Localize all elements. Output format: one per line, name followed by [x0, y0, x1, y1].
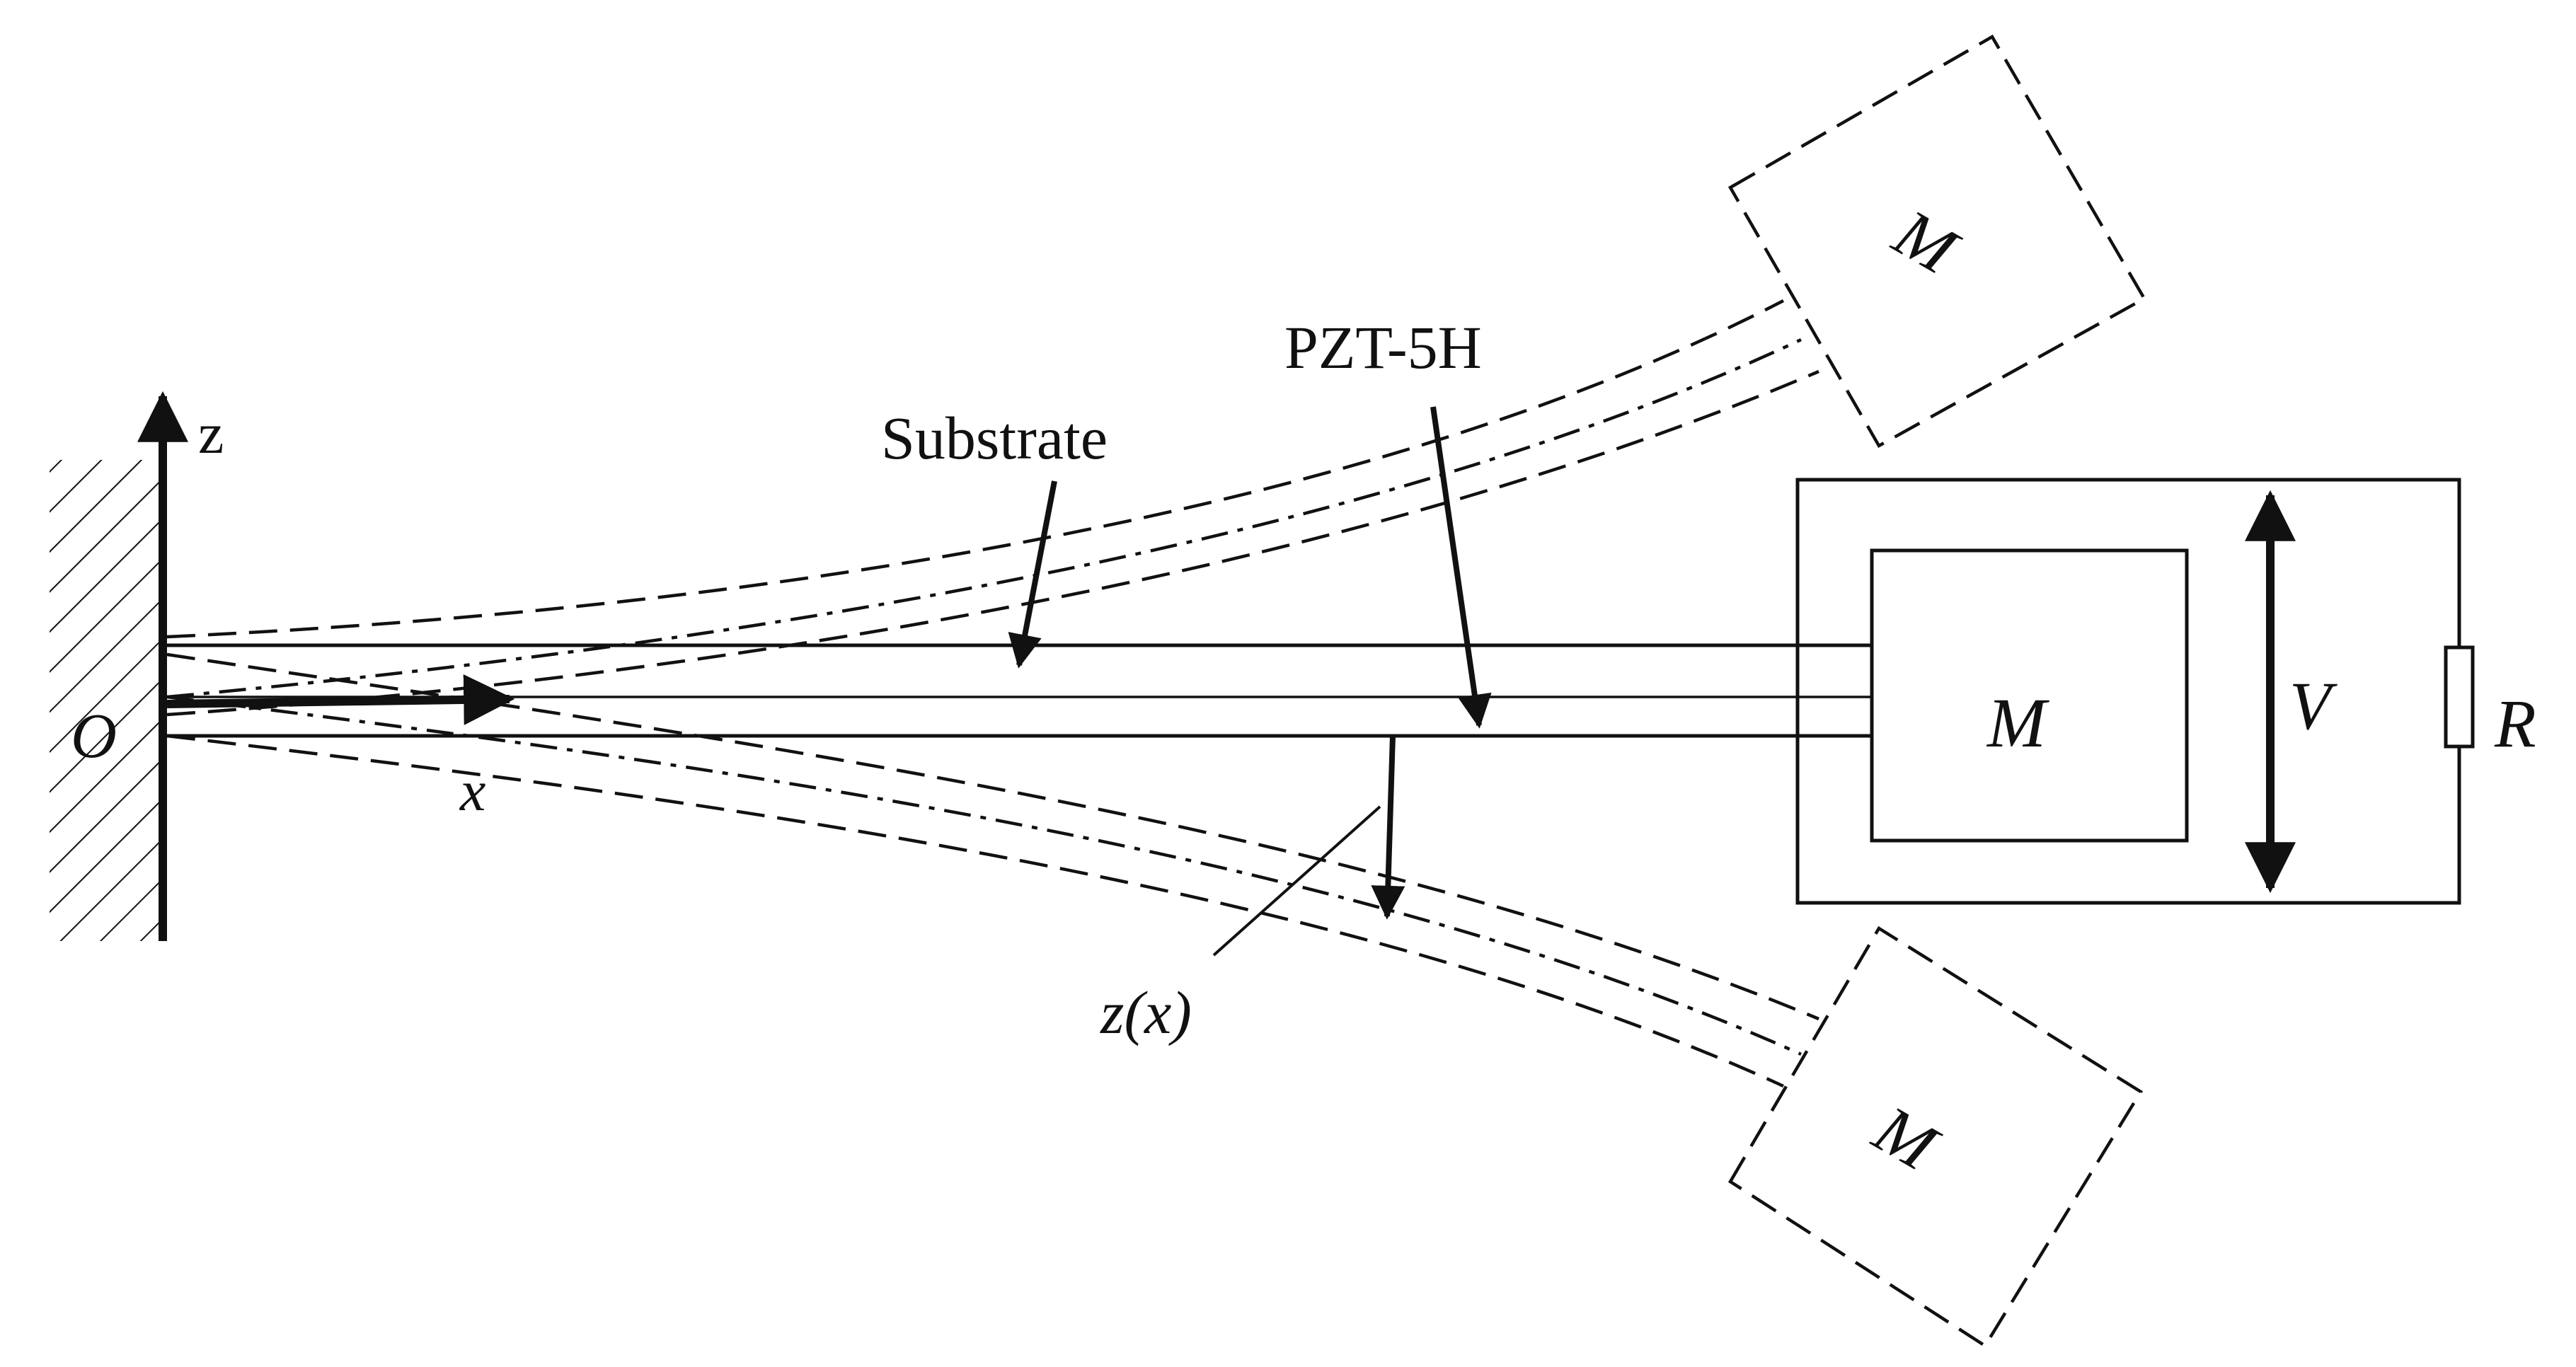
beam-down-lower-edge	[166, 734, 1784, 1088]
deflection-arrow	[1371, 735, 1405, 920]
tip-mass-center	[1870, 548, 2189, 843]
tip-mass-lower	[1727, 925, 2144, 1349]
substrate-pointer-arrow	[1008, 480, 1057, 669]
wall-hatching	[50, 460, 163, 941]
beam-up-middle-edge	[166, 338, 1802, 699]
beam-down-upper-edge	[166, 652, 1819, 1021]
mass-bottom-label: M	[1861, 1090, 1952, 1187]
circuit	[1795, 478, 2475, 905]
axis-x-label: x	[459, 759, 485, 823]
resistor-symbol	[2444, 645, 2475, 749]
substrate-label: Substrate	[881, 404, 1108, 472]
beam-deflected-up	[166, 299, 1819, 717]
beam-up-upper-edge	[166, 299, 1785, 639]
piezo-label: PZT-5H	[1284, 313, 1482, 381]
piezo-pointer-arrow	[1430, 406, 1492, 729]
deflection-leader-line	[1212, 805, 1381, 957]
axis-z-label: z	[198, 401, 224, 466]
resistor-label: R	[2494, 686, 2536, 761]
mass-top-label: M	[1881, 194, 1972, 290]
origin-label: O	[71, 701, 117, 771]
mass-center-label: M	[1986, 684, 2049, 762]
fixed-wall	[50, 417, 167, 941]
beam-deflected-down	[166, 652, 1819, 1088]
deflection-label: z(x)	[1100, 979, 1192, 1046]
tip-mass-upper	[1727, 34, 2147, 449]
beam-down-middle-edge	[166, 695, 1802, 1056]
voltage-label: V	[2289, 668, 2338, 744]
